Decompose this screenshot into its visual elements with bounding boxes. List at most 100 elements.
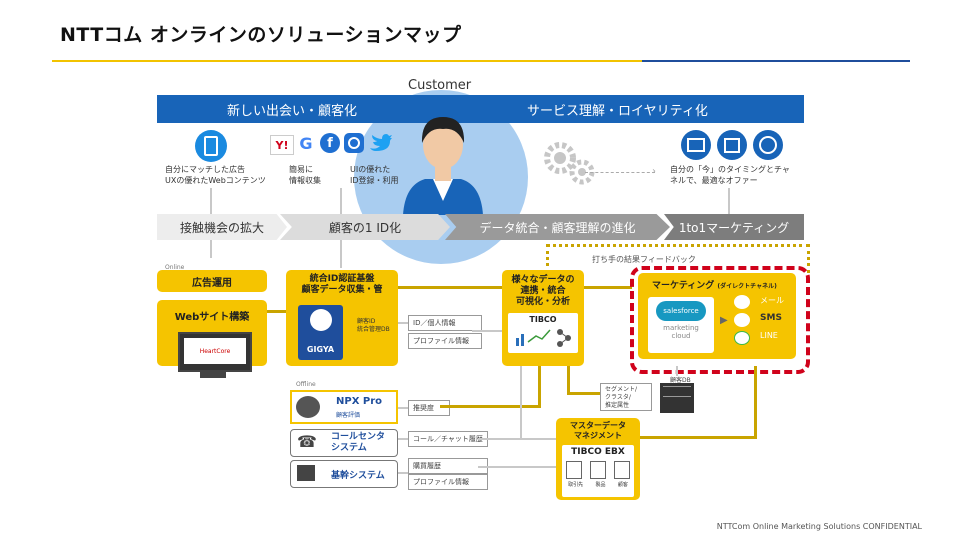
ad-ops-box: 広告運用 — [157, 270, 267, 292]
call-history-item: コール／チャット履歴 — [408, 431, 488, 447]
ebx-label-product: 製品 — [595, 482, 606, 488]
channel-mail-icon — [734, 295, 750, 309]
marketing-db-connector — [676, 366, 678, 376]
npx-label: NPX Pro — [336, 396, 383, 407]
ad-desc: 自分にマッチした広告 UXの優れたWebコンテンツ — [165, 164, 266, 186]
salesforce-mc-logo: salesforce marketing cloud — [648, 297, 714, 353]
data-analysis-title-1: 様々なデータの — [511, 275, 575, 285]
id-platform-title: 統合ID認証基盤 顧客データ収集・管 — [286, 274, 398, 296]
marketing-box: マーケティング (ダイレクトチャネル) salesforce marketing… — [638, 273, 796, 359]
core-system-box: 基幹システム — [290, 460, 398, 488]
phase-3: データ統合・顧客理解の進化 — [445, 214, 670, 240]
gigya-side-2: 統合管理DB — [357, 326, 390, 333]
phase-3-label: データ統合・顧客理解の進化 — [479, 220, 636, 235]
profile-item-1: プロファイル情報 — [408, 333, 482, 349]
feedback-loop — [546, 244, 810, 273]
journey-band: 新しい出会い・顧客化 サービス理解・ロイヤリティ化 — [157, 95, 804, 123]
instagram-icon — [344, 133, 364, 153]
ebx-label: TIBCO EBX — [571, 447, 625, 457]
facebook-icon: f — [320, 133, 340, 153]
gears-icon — [544, 142, 595, 185]
core-system-label: 基幹システム — [331, 471, 385, 481]
clock-icon — [753, 130, 783, 160]
channel-sms-label: SMS — [760, 313, 782, 323]
segment-item: セグメント/ クラスタ/ 推定属性 — [600, 383, 652, 411]
mdm-up-to-marketing — [754, 366, 757, 439]
npx-device-icon — [296, 396, 320, 418]
data-analysis-box: 様々なデータの 連携・統合 可視化・分析 TIBCO — [502, 270, 584, 366]
marketing-highlight — [630, 266, 810, 374]
mc-label-2: cloud — [671, 332, 691, 340]
ebx-table-icons — [562, 461, 634, 479]
data-segment-h-line — [567, 392, 600, 395]
sns-desc-2: UIの優れた ID登録・利用 — [350, 164, 399, 186]
phase-4: 1to1マーケティング — [664, 214, 804, 240]
ad-desc-line-1: 自分にマッチした広告 — [165, 165, 245, 174]
feedback-label: 打ち手の結果フィードバック — [592, 255, 696, 264]
marketing-label: マーケティング — [652, 281, 715, 291]
network-chart-icon — [516, 329, 571, 347]
mdm-title: マスターデータ マネジメント — [556, 421, 640, 441]
sns-desc-1-line-2: 情報収集 — [289, 176, 321, 185]
customer-label: Customer — [408, 78, 472, 93]
data-analysis-title-2: 連携・統合 — [520, 286, 566, 296]
sns-desc-1: 簡易に 情報収集 — [289, 164, 321, 186]
mdm-to-marketing-line — [640, 436, 756, 439]
dashed-arrow-head-icon: › — [652, 166, 656, 177]
channel-line-icon — [734, 331, 750, 345]
title-rule-blue — [642, 60, 910, 62]
phase-4-label: 1to1マーケティング — [678, 220, 790, 235]
page-title: NTTコム オンラインのソリューションマップ — [60, 24, 462, 46]
phase-2: 顧客の1 ID化 — [280, 214, 450, 240]
npx-box: NPX Pro 顧客評価 — [290, 390, 398, 424]
online-label: Online — [165, 264, 185, 271]
ebx-logo: TIBCO EBX 取引先 製品 顧客 — [562, 445, 634, 497]
segment-line-3: 推定属性 — [605, 402, 630, 409]
customer-db-icon — [660, 383, 694, 413]
gigya-user-icon — [309, 309, 332, 331]
core-to-mdm — [478, 466, 558, 468]
sns-desc-2-line-1: UIの優れた — [350, 165, 391, 174]
tibco-logo: TIBCO — [508, 313, 578, 353]
channel-sms-icon — [734, 313, 750, 327]
npx-to-data-line — [440, 405, 540, 408]
gigya-side-text: 顧客ID 統合管理DB — [357, 318, 390, 334]
marketing-sub-label: (ダイレクトチャネル) — [717, 283, 777, 290]
id-to-data-line — [398, 286, 502, 289]
twitter-icon — [368, 131, 392, 155]
id-info-to-data — [472, 330, 502, 332]
journey-dashed-arrow — [585, 172, 655, 173]
yahoo-icon: Y! — [270, 135, 294, 155]
data-analysis-title: 様々なデータの 連携・統合 可視化・分析 — [502, 275, 584, 308]
id-info-item: ID／個人情報 — [408, 315, 482, 331]
ad-desc-line-2: UXの優れたWebコンテンツ — [165, 176, 266, 185]
title-rule-yellow — [52, 60, 642, 62]
callcenter-label-1: コールセンタ — [331, 432, 386, 442]
web-id-arrow — [267, 310, 287, 313]
ebx-label-partner: 取引先 — [568, 482, 584, 488]
recommend-item: 推奨度 — [408, 400, 450, 416]
core-connector — [398, 472, 408, 474]
mdm-box: マスターデータ マネジメント TIBCO EBX 取引先 製品 顧客 — [556, 418, 640, 500]
data-to-marketing-line — [584, 286, 632, 289]
ebx-label-customer: 顧客 — [617, 482, 628, 488]
mail-icon — [681, 130, 711, 160]
phase-1-label: 接触機会の拡大 — [179, 220, 264, 235]
callcenter-box: ☎ コールセンタ システム — [290, 429, 398, 457]
segment-line-1: セグメント/ — [605, 386, 638, 393]
customer-person-icon — [403, 117, 483, 215]
offer-desc-line-2: ネルで、最適なオファー — [670, 176, 758, 185]
npx-sub-label: 顧客評価 — [336, 412, 361, 419]
server-icon — [297, 465, 315, 481]
npx-connector — [398, 407, 408, 409]
offer-desc: 自分の「今」のタイミングとチャ ネルで、最適なオファー — [670, 164, 790, 186]
salesforce-label: salesforce — [656, 301, 706, 321]
ebx-table-labels: 取引先 製品 顧客 — [562, 481, 634, 488]
marketing-title: マーケティング (ダイレクトチャネル) — [652, 278, 796, 291]
footer-confidential: NTTCom Online Marketing Solutions CONFID… — [716, 522, 922, 531]
gigya-logo: GIGYA — [298, 305, 343, 360]
web-build-label: Webサイト構築 — [174, 312, 250, 323]
id-info-connector — [398, 322, 408, 324]
heartcore-logo: HeartCore — [184, 338, 246, 364]
channel-mail-label: メール — [760, 296, 784, 305]
